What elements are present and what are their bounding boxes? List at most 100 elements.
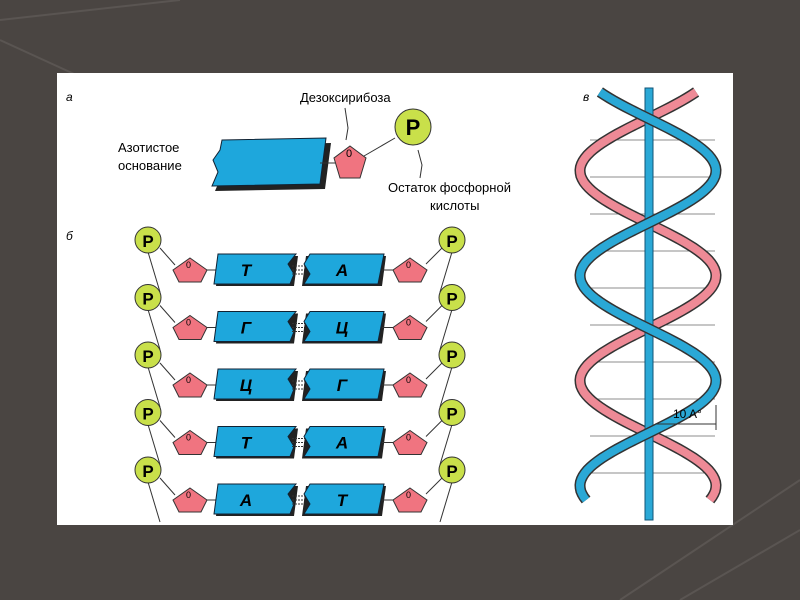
sugar-pentagon xyxy=(172,314,208,340)
sugar-oxygen: 0 xyxy=(186,490,191,500)
phosphate-symbol: P xyxy=(446,405,457,424)
base-pair-row: P 0 Т А 0 P xyxy=(134,226,466,293)
phosphate-circle xyxy=(134,399,162,426)
phosphate-circle xyxy=(134,341,162,369)
left-base-letter: Т xyxy=(241,261,253,280)
backbone-line xyxy=(147,424,161,465)
right-base-letter: Г xyxy=(337,376,349,395)
phosphate-circle xyxy=(134,226,162,254)
phosphate-circle xyxy=(134,284,162,311)
sugar-pentagon xyxy=(392,314,428,340)
sugar-pentagon xyxy=(172,487,208,513)
right-base xyxy=(303,368,385,400)
phosphate-symbol: P xyxy=(142,462,153,481)
backbone-line xyxy=(147,481,161,523)
sugar-label: Дезоксирибоза xyxy=(300,90,391,105)
right-base-letter: А xyxy=(335,261,348,280)
panel-c-label: в xyxy=(583,90,589,104)
phosphate-symbol: P xyxy=(142,347,153,366)
sugar-pentagon xyxy=(172,257,208,283)
backbone-line xyxy=(439,481,453,523)
right-base-letter: Т xyxy=(337,491,349,510)
sugar-pentagon xyxy=(392,372,428,398)
bond-line xyxy=(159,420,176,438)
base-label-1: Азотистое xyxy=(118,140,179,155)
sugar-oxygen: 0 xyxy=(346,148,352,160)
phosphate-circle xyxy=(438,399,466,426)
sugar-oxygen: 0 xyxy=(186,375,191,385)
base-pair-row: P 0 Г Ц 0 P xyxy=(134,284,466,350)
left-base xyxy=(213,368,298,400)
sugar-pentagon xyxy=(172,372,208,398)
phosphate-symbol: P xyxy=(446,462,457,481)
panel-a-label: а xyxy=(66,90,73,104)
panel-b-label: б xyxy=(66,229,74,243)
bond-line xyxy=(425,420,443,437)
base-pair-row: P 0 Ц Г 0 P xyxy=(134,341,466,408)
phosphate-circle xyxy=(438,284,466,311)
left-base-letter: Г xyxy=(241,319,253,338)
bond-line xyxy=(159,477,176,496)
phosphate-circle xyxy=(134,456,162,484)
bond-line xyxy=(159,362,176,381)
phosphate-symbol: P xyxy=(446,347,457,366)
sugar-oxygen: 0 xyxy=(186,260,191,270)
bond-line xyxy=(159,305,176,323)
left-base xyxy=(213,426,298,457)
helix-axis xyxy=(644,87,654,521)
bond-line xyxy=(159,247,176,266)
bond-line xyxy=(425,477,443,495)
sugar-pentagon xyxy=(392,257,428,283)
left-base xyxy=(213,311,298,342)
backbone-line xyxy=(439,366,453,408)
sugar-pentagon xyxy=(333,145,367,179)
right-base-letter: Ц xyxy=(336,319,349,338)
sugar-oxygen: 0 xyxy=(406,318,411,328)
right-base xyxy=(303,483,385,515)
bond-line xyxy=(425,305,443,322)
left-base xyxy=(213,483,298,515)
phosphate-symbol: P xyxy=(142,290,153,309)
phosphate-symbol: P xyxy=(142,232,153,251)
backbone-line xyxy=(147,251,161,293)
bond-line xyxy=(363,137,396,157)
backbone-line xyxy=(439,424,453,465)
right-base xyxy=(303,311,385,342)
phosphate-circle xyxy=(394,108,432,146)
backbone-line xyxy=(439,309,453,350)
right-base-letter: А xyxy=(335,434,348,453)
bond-line xyxy=(425,247,443,265)
sugar-oxygen: 0 xyxy=(406,490,411,500)
left-base-letter: Ц xyxy=(240,376,253,395)
sugar-oxygen: 0 xyxy=(406,375,411,385)
sugar-pentagon xyxy=(392,487,428,513)
right-base xyxy=(303,426,385,457)
sugar-oxygen: 0 xyxy=(406,260,411,270)
sugar-oxygen: 0 xyxy=(406,433,411,443)
backbone-line xyxy=(147,309,161,350)
phosphate-label-1: Остаток фосфорной xyxy=(388,180,511,195)
phosphate-symbol: P xyxy=(446,290,457,309)
helix-measure: 10 A° xyxy=(673,407,702,421)
sugar-pentagon xyxy=(392,429,428,455)
phosphate-symbol: P xyxy=(406,115,421,140)
blue-strand xyxy=(575,88,721,503)
phosphate-pointer xyxy=(417,149,423,179)
backbone-line xyxy=(439,251,453,293)
right-base xyxy=(303,253,385,285)
base-pair-row: P 0 А Т 0 P xyxy=(134,456,466,523)
left-base xyxy=(213,253,298,285)
phosphate-circle xyxy=(438,456,466,484)
left-base-letter: Т xyxy=(241,434,253,453)
bond-line xyxy=(425,362,443,380)
backbone-line xyxy=(147,366,161,408)
double-helix xyxy=(574,87,722,521)
left-base-letter: А xyxy=(239,491,252,510)
sugar-oxygen: 0 xyxy=(186,318,191,328)
base-label-2: основание xyxy=(118,158,182,173)
phosphate-circle xyxy=(438,226,466,254)
phosphate-symbol: P xyxy=(446,232,457,251)
nitrogen-base-shape xyxy=(211,137,331,191)
